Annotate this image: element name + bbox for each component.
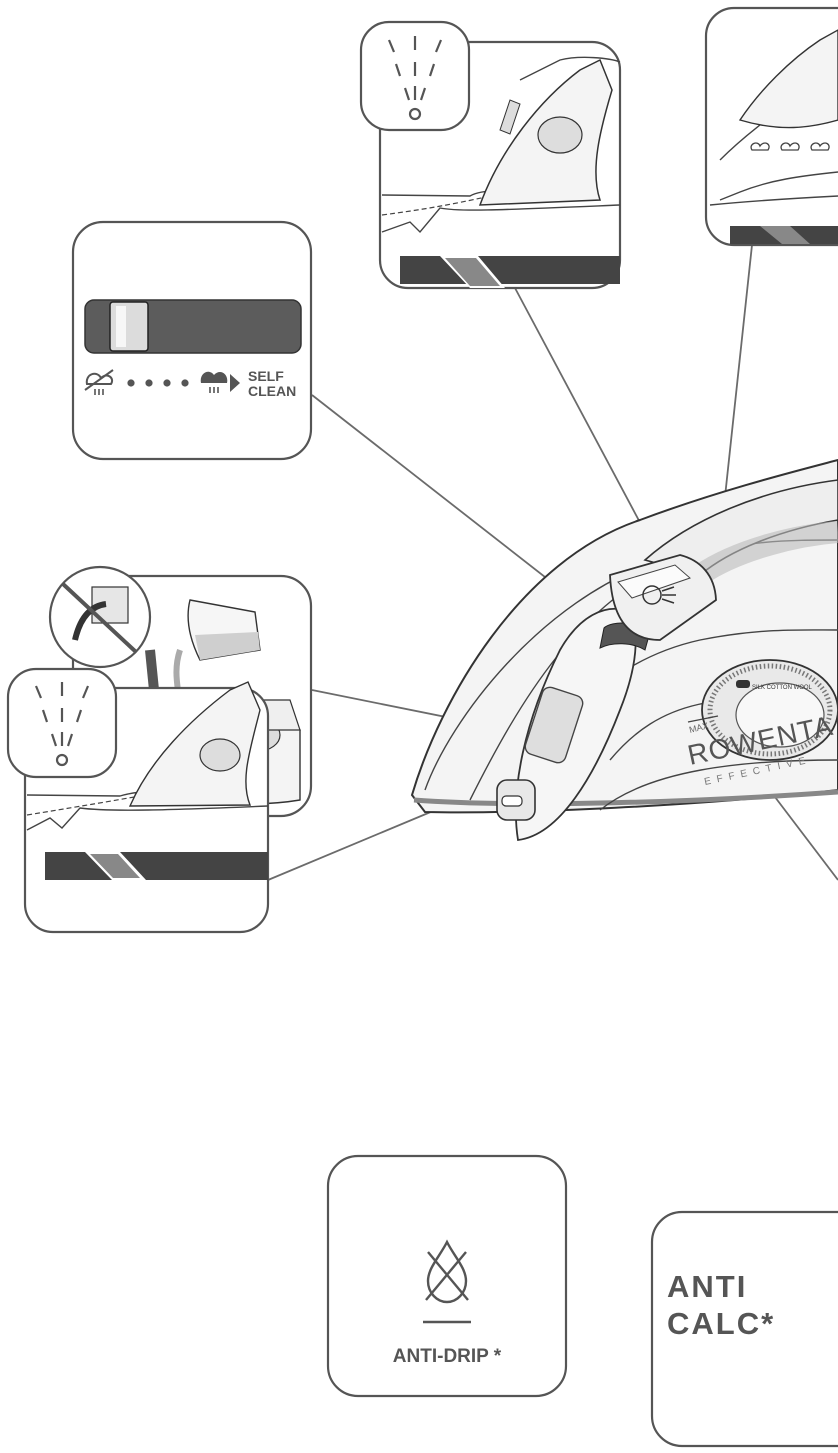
steam-slider-panel: SELF CLEAN [73,222,311,459]
clean-label: CLEAN [248,383,296,399]
anti-drip-card: ANTI-DRIP * [328,1156,566,1396]
dial-settings-text: SILK COTTON WOOL [752,685,813,691]
dot-icon [181,379,188,386]
dot-icon [127,379,134,386]
spray-panel [8,669,268,932]
anti-calc-card: ANTI CALC* [652,1212,838,1446]
dot-icon [145,379,152,386]
vertical-steam-panel [706,8,838,245]
steam-slider-knob [110,302,148,351]
anti-calc-line1: ANTI [667,1269,747,1304]
anti-calc-line2: CALC* [667,1306,775,1341]
dot-icon [163,379,170,386]
iron-illustration: SILK COTTON WOOL ROWENTA EFFECTIVE MAX [412,460,838,840]
shot-of-steam-panel [361,22,620,288]
self-label: SELF [248,368,284,384]
anti-drip-label: ANTI-DRIP * [393,1346,502,1367]
